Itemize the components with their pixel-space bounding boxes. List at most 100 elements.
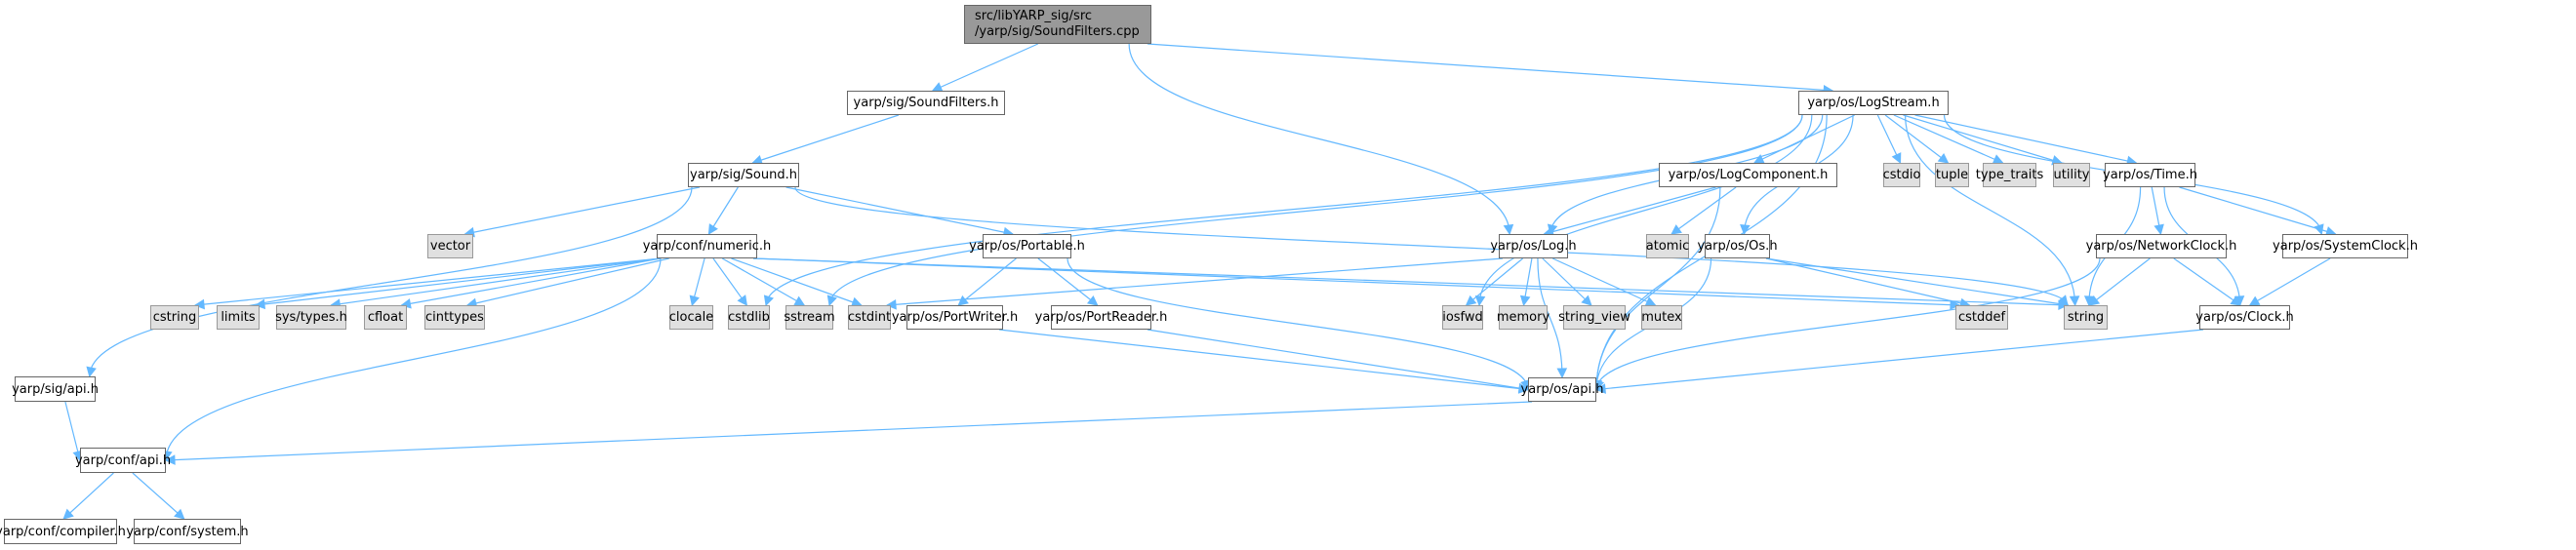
- node-cstring: cstring: [150, 305, 199, 330]
- edge-numeric_h-to-cstdint: [731, 257, 862, 306]
- arrowhead-numeric_h-to-cstring: [193, 298, 205, 310]
- node-sys-types-h: sys/types.h: [275, 305, 347, 330]
- node-log-h[interactable]: yarp/os/Log.h: [1490, 234, 1577, 258]
- node-system-h[interactable]: yarp/conf/system.h: [126, 519, 249, 544]
- node-utility: utility: [2053, 163, 2090, 187]
- node-clock-h[interactable]: yarp/os/Clock.h: [2195, 305, 2294, 330]
- edge-root-to-soundfilters_h: [932, 43, 1038, 92]
- node-cstddef: cstddef: [1955, 305, 2008, 330]
- edge-logstream_h-to-cstdlib: [765, 114, 1803, 306]
- node-tuple: tuple: [1935, 163, 1969, 187]
- arrowhead-log_h-to-cstdint: [885, 298, 897, 310]
- node-numeric-h[interactable]: yarp/conf/numeric.h: [643, 234, 771, 258]
- arrowhead-numeric_h-to-sstream: [793, 295, 806, 306]
- node-sig-api-h[interactable]: yarp/sig/api.h: [12, 376, 99, 402]
- edge-numeric_h-to-string: [752, 257, 2069, 306]
- arrowhead-portreader_h-to-os_api_h: [1517, 382, 1530, 394]
- node-string-view: string_view: [1558, 305, 1630, 330]
- arrowhead-portable_h-to-portreader_h: [1086, 295, 1099, 306]
- edge-logstream_h-to-sstream: [828, 114, 1803, 306]
- edge-networkclock_h-to-string: [2089, 257, 2151, 306]
- arrowhead-logstream_h-to-os_h: [1740, 224, 1751, 236]
- edge-sig_api_h-to-conf_api_h: [64, 401, 81, 461]
- root-file-node[interactable]: src/libYARP_sig/src /yarp/sig/SoundFilte…: [964, 5, 1151, 44]
- arrowhead-networkclock_h-to-string: [2088, 295, 2101, 306]
- node-networkclock-h[interactable]: yarp/os/NetworkClock.h: [2086, 234, 2236, 258]
- edge-logstream_h-to-type_traits: [1893, 114, 2003, 164]
- node-os-api-h[interactable]: yarp/os/api.h: [1521, 377, 1603, 402]
- edge-clock_h-to-os_api_h: [1595, 329, 2204, 391]
- edge-numeric_h-to-cstring: [194, 257, 662, 306]
- edge-logcomponent_h-to-os_api_h: [1595, 186, 1721, 390]
- node-compiler-h[interactable]: yarp/conf/compiler.h: [0, 519, 126, 544]
- node-cinttypes: cinttypes: [424, 305, 485, 330]
- node-logstream-h[interactable]: yarp/os/LogStream.h: [1798, 91, 1949, 115]
- node-vector: vector: [427, 234, 473, 258]
- edge-numeric_h-to-sstream: [721, 257, 805, 306]
- arrowhead-sound_h-to-sig_api_h: [86, 366, 97, 378]
- edge-os_h-to-cstddef: [1765, 257, 1970, 306]
- edge-portreader_h-to-os_api_h: [1147, 329, 1529, 391]
- node-conf-api-h[interactable]: yarp/conf/api.h: [75, 448, 171, 473]
- arrowhead-logstream_h-to-string: [2069, 295, 2080, 307]
- arrowhead-logcomponent_h-to-atomic: [1670, 224, 1682, 235]
- node-portreader-h[interactable]: yarp/os/PortReader.h: [1035, 305, 1167, 330]
- root-file-path-line2: /yarp/sig/SoundFilters.cpp: [975, 24, 1140, 39]
- edge-sound_h-to-portable_h: [785, 186, 1014, 235]
- arrowhead-root-to-log_h: [1503, 223, 1514, 236]
- node-soundfilters-h[interactable]: yarp/sig/SoundFilters.h: [847, 91, 1005, 115]
- arrowhead-logstream_h-to-tuple: [1937, 153, 1950, 164]
- node-os-h[interactable]: yarp/os/Os.h: [1697, 234, 1778, 258]
- edge-logcomponent_h-to-atomic: [1670, 186, 1737, 235]
- edge-root-to-logstream_h: [1147, 43, 1833, 92]
- node-systemclock-h[interactable]: yarp/os/SystemClock.h: [2273, 234, 2418, 258]
- edge-root-to-log_h: [1128, 43, 1510, 235]
- arrowhead-time_h-to-networkclock_h: [2153, 223, 2164, 236]
- arrowhead-os_api_h-to-conf_api_h: [164, 454, 176, 465]
- edge-numeric_h-to-limits: [255, 257, 662, 306]
- edge-numeric_h-to-cfloat: [401, 257, 662, 306]
- edge-networkclock_h-to-os_api_h: [1595, 257, 2101, 390]
- edge-numeric_h-to-sys_types_h: [331, 257, 662, 306]
- node-cfloat: cfloat: [364, 305, 407, 330]
- edge-sound_h-to-vector: [464, 186, 701, 235]
- arrowhead-logstream_h-to-iosfwd: [1474, 295, 1486, 307]
- edge-networkclock_h-to-clock_h: [2173, 257, 2241, 306]
- node-string: string: [2064, 305, 2108, 330]
- edge-logcomponent_h-to-log_h: [1544, 186, 1716, 235]
- arrowhead-log_h-to-string_view: [1581, 295, 1592, 306]
- arrowhead-sound_h-to-numeric_h: [707, 223, 718, 235]
- arrowhead-log_h-to-memory: [1519, 295, 1531, 307]
- node-logcomponent-h[interactable]: yarp/os/LogComponent.h: [1659, 163, 1837, 187]
- edge-os_h-to-string: [1765, 257, 2069, 306]
- node-limits: limits: [217, 305, 260, 330]
- node-time-h[interactable]: yarp/os/Time.h: [2103, 163, 2197, 187]
- node-portable-h[interactable]: yarp/os/Portable.h: [969, 234, 1085, 258]
- node-mutex: mutex: [1641, 305, 1682, 330]
- edge-os_api_h-to-conf_api_h: [165, 401, 1533, 461]
- node-clocale: clocale: [669, 305, 713, 330]
- edge-logstream_h-to-string: [1905, 114, 2076, 306]
- arrowhead-logstream_h-to-cstdio: [1891, 152, 1902, 165]
- edge-log_h-to-mutex: [1551, 257, 1656, 306]
- edge-numeric_h-to-cinttypes: [466, 257, 669, 306]
- arrowhead-logstream_h-to-cstdlib: [763, 295, 774, 307]
- edge-conf_api_h-to-compiler_h: [62, 472, 114, 520]
- node-portwriter-h[interactable]: yarp/os/PortWriter.h: [892, 305, 1018, 330]
- edge-logstream_h-to-iosfwd: [1478, 114, 1813, 306]
- node-cstdint: cstdint: [848, 305, 891, 330]
- edge-log_h-to-iosfwd: [1466, 257, 1524, 306]
- edge-portable_h-to-portwriter_h: [957, 257, 1017, 306]
- edge-log_h-to-string_view: [1542, 257, 1592, 306]
- arrowhead-numeric_h-to-cstdlib: [737, 295, 748, 306]
- edge-systemclock_h-to-clock_h: [2249, 257, 2331, 306]
- edge-logstream_h-to-tuple: [1884, 114, 1949, 164]
- edge-layer: [62, 43, 2337, 520]
- node-type-traits: type_traits: [1976, 163, 2043, 187]
- edge-log_h-to-cstdint: [886, 257, 1504, 306]
- node-sound-h[interactable]: yarp/sig/Sound.h: [688, 163, 799, 187]
- arrowhead-systemclock_h-to-clock_h: [2248, 295, 2261, 306]
- edge-time_h-to-systemclock_h: [2179, 186, 2336, 235]
- edge-numeric_h-to-cstddef: [752, 257, 1960, 306]
